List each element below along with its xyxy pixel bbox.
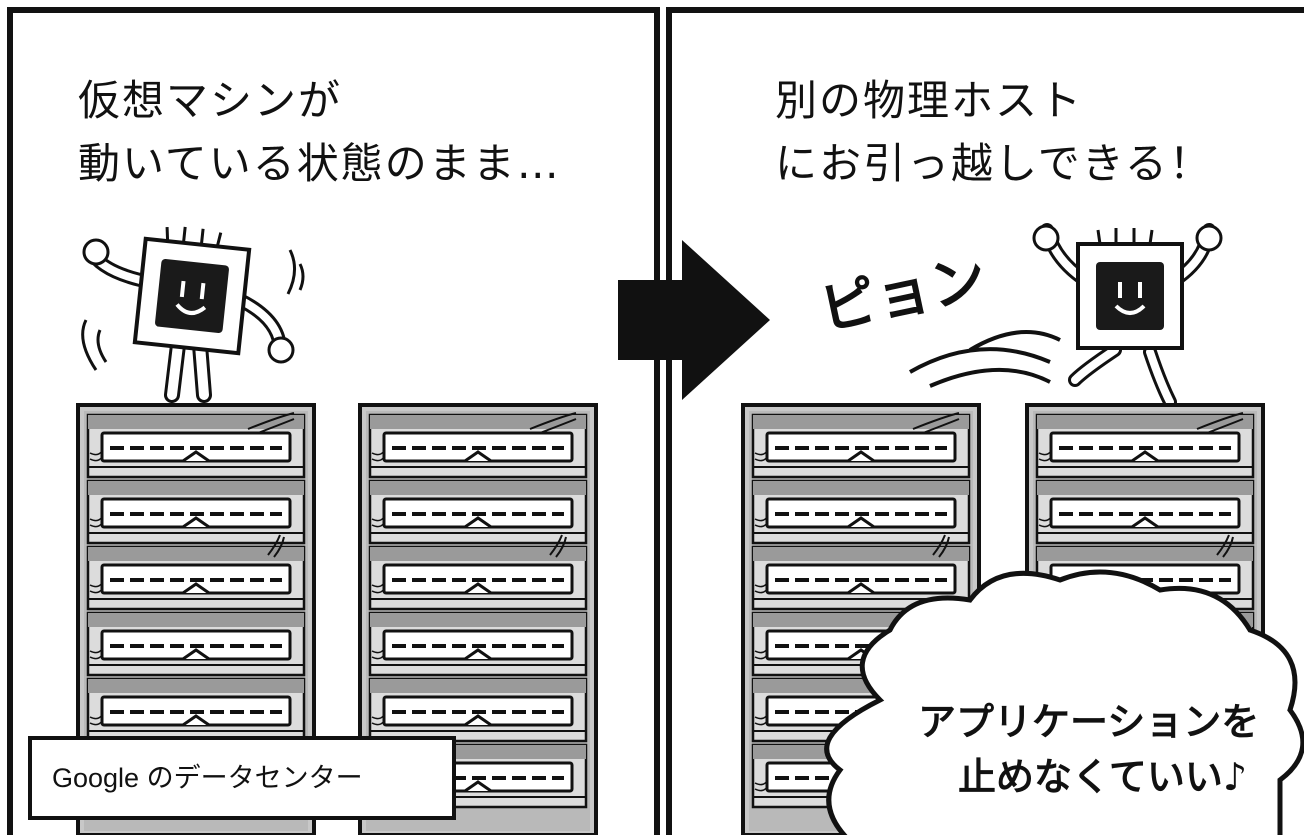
motion-lines bbox=[909, 330, 1061, 388]
left-panel: 仮想マシンが 動いている状態のまま… Google のデータセンター bbox=[7, 7, 660, 835]
left-caption-line-1: 仮想マシンが bbox=[78, 76, 342, 125]
bubble-line-2: 止めなくていい♪ bbox=[958, 755, 1247, 799]
datacenter-label-text: Google のデータセンター bbox=[52, 763, 363, 793]
right-caption-line-1: 別の物理ホスト bbox=[775, 76, 1083, 125]
bubble-line-1: アプリケーションを bbox=[918, 700, 1259, 744]
vm-character-icon bbox=[1032, 223, 1223, 409]
datacenter-label: Google のデータセンター bbox=[28, 736, 456, 820]
vm-character-icon bbox=[81, 220, 305, 403]
right-panel: 別の物理ホスト にお引っ越しできる！ ピョン アプリケーションを 止めなくていい… bbox=[666, 7, 1304, 835]
left-caption-line-2: 動いている状態のまま… bbox=[78, 139, 561, 188]
cloud-bubble-icon: アプリケーションを 止めなくていい♪ bbox=[824, 569, 1304, 835]
right-caption-line-2: にお引っ越しできる！ bbox=[775, 139, 1213, 188]
right-arrow-icon bbox=[618, 240, 770, 400]
